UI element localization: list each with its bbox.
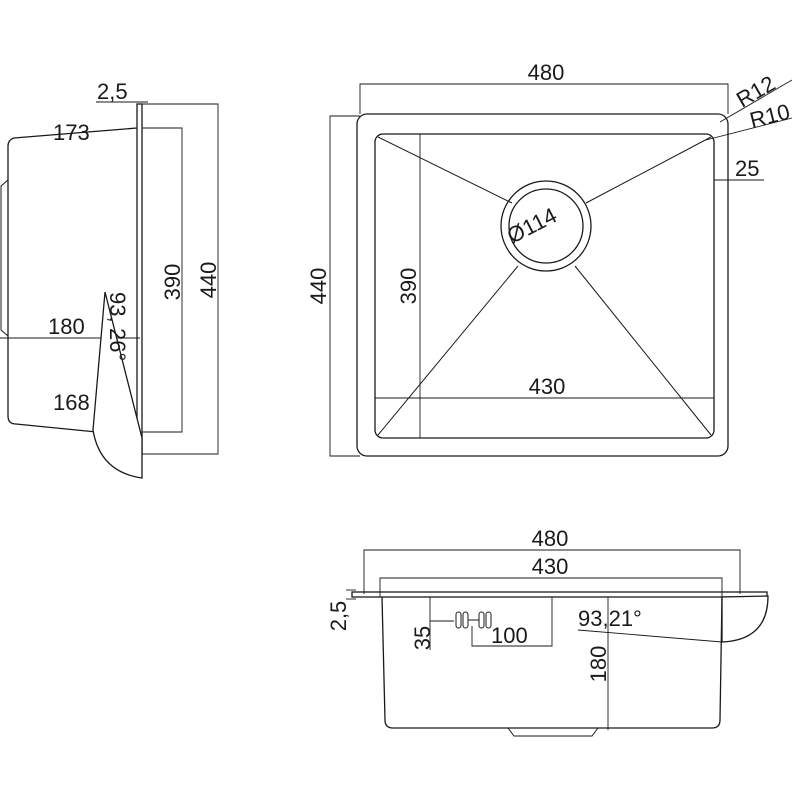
drain-inner (508, 188, 584, 264)
label-173: 173 (53, 120, 90, 145)
dim-100-line (471, 597, 553, 647)
dim-390-line (142, 127, 183, 433)
label-430-front: 430 (532, 554, 569, 579)
side-flange (136, 103, 143, 455)
dim-440-line-top (329, 115, 360, 457)
label-430-top: 430 (529, 374, 566, 399)
front-flange (351, 591, 768, 598)
label-angle-value: 93, (105, 292, 130, 323)
dim-430-front-line (379, 577, 723, 597)
overflow-slot-2 (462, 611, 469, 629)
label-480-front: 480 (532, 526, 569, 551)
side-view: 2,5 173 390 440 180 93, 26° 168 (0, 79, 221, 479)
label-480-top: 480 (528, 60, 565, 85)
label-390: 390 (160, 264, 185, 301)
label-390-top: 390 (396, 268, 421, 305)
label-drain-diameter: Ø114 (503, 202, 561, 248)
top-inner-contour (374, 133, 715, 439)
overflow-slot-3 (478, 611, 485, 629)
dim-480-front-line (363, 549, 741, 594)
label-35: 35 (410, 626, 435, 650)
label-440: 440 (196, 262, 221, 299)
diag-top-right (585, 136, 712, 204)
front-angle-leader-h (577, 629, 723, 643)
dim-480-line (359, 83, 729, 114)
overflow-slot-1 (455, 611, 462, 629)
front-view: 480 430 2,5 35 100 93,21° 180 (326, 526, 769, 737)
label-168: 168 (53, 390, 90, 415)
diag-bottom-left (377, 265, 519, 436)
label-180-front: 180 (586, 646, 611, 683)
side-drain-stub (0, 179, 9, 337)
leader-r10 (705, 117, 793, 141)
front-bowl (381, 596, 723, 729)
front-drain-outlet (507, 727, 599, 737)
label-2-5: 2,5 (97, 79, 128, 104)
overflow-slot-4 (485, 611, 492, 629)
side-angle-arc (92, 291, 143, 479)
label-180: 180 (48, 314, 85, 339)
drain-outer (500, 180, 592, 272)
leader-r12 (719, 79, 793, 123)
label-440-top: 440 (306, 268, 331, 305)
diag-bottom-right (574, 265, 712, 436)
top-view: 480 R12 R10 25 Ø114 440 390 430 (306, 60, 793, 457)
dim-440-line (142, 103, 219, 455)
side-bowl-profile (7, 127, 138, 437)
top-outer-contour (356, 113, 729, 457)
label-angle-decimal: 26° (105, 328, 130, 361)
diag-top-left (377, 136, 513, 204)
label-2-5-front: 2,5 (326, 601, 351, 632)
label-25: 25 (735, 156, 759, 181)
label-angle-front: 93,21° (578, 606, 642, 631)
front-angle-arc (721, 595, 769, 643)
label-100: 100 (491, 623, 528, 648)
